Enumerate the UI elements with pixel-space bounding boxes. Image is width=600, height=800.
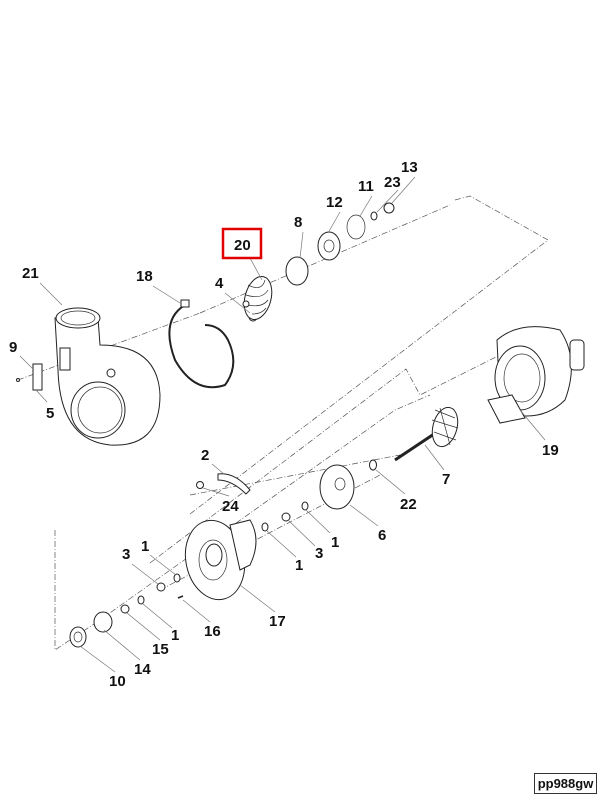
- part-retaining-ring[interactable]: [168, 299, 235, 389]
- callout-1[interactable]: 1: [331, 534, 339, 551]
- callout-1[interactable]: 1: [171, 627, 179, 644]
- callout-15[interactable]: 15: [152, 641, 169, 658]
- callout-8[interactable]: 8: [294, 214, 302, 231]
- part-bearing[interactable]: [156, 582, 166, 592]
- part-ring[interactable]: [173, 573, 181, 583]
- part-bolt[interactable]: [196, 481, 204, 489]
- part-heat-shield[interactable]: [319, 464, 355, 510]
- part-seal-ring[interactable]: [369, 459, 377, 471]
- part-seal-insert[interactable]: [317, 231, 341, 261]
- callout-2[interactable]: 2: [201, 447, 209, 464]
- callout-12[interactable]: 12: [326, 194, 343, 211]
- figure-code-label: pp988gw: [534, 773, 597, 794]
- part-spacer[interactable]: [69, 626, 87, 648]
- part-ring[interactable]: [261, 522, 269, 532]
- callout-13[interactable]: 13: [401, 159, 418, 176]
- callout-10[interactable]: 10: [109, 673, 126, 690]
- callout-5[interactable]: 5: [46, 405, 54, 422]
- highlight-box: [221, 227, 263, 260]
- part-pin[interactable]: [177, 595, 184, 599]
- part-bearing-housing[interactable]: [178, 515, 257, 605]
- callout-23[interactable]: 23: [384, 174, 401, 191]
- callout-3[interactable]: 3: [315, 545, 323, 562]
- callout-11[interactable]: 11: [358, 178, 374, 195]
- part-ring[interactable]: [301, 501, 309, 511]
- part-ring[interactable]: [137, 595, 145, 605]
- part-thrust-bearing[interactable]: [93, 611, 113, 633]
- callout-9[interactable]: 9: [9, 339, 17, 356]
- part-turbine-wheel-shaft[interactable]: [394, 405, 462, 462]
- callout-17[interactable]: 17: [269, 613, 286, 630]
- part-o-ring[interactable]: [346, 214, 366, 240]
- callout-4[interactable]: 4: [215, 275, 224, 292]
- callout-6[interactable]: 6: [378, 527, 386, 544]
- callout-3[interactable]: 3: [122, 546, 130, 563]
- part-turbine-housing[interactable]: [487, 326, 585, 424]
- callout-24[interactable]: 24: [222, 498, 239, 515]
- leader-lines: [19, 176, 546, 673]
- part-clamp-plate[interactable]: [217, 473, 251, 495]
- part-thrust-collar[interactable]: [120, 604, 130, 614]
- callout-19[interactable]: 19: [542, 442, 559, 459]
- part-bearing[interactable]: [281, 512, 291, 522]
- callout-16[interactable]: 16: [204, 623, 221, 640]
- callout-1[interactable]: 1: [141, 538, 149, 555]
- callout-21[interactable]: 21: [22, 265, 39, 282]
- callout-1[interactable]: 1: [295, 557, 303, 574]
- part-plate-9[interactable]: [16, 363, 43, 391]
- callout-14[interactable]: 14: [134, 661, 151, 678]
- callout-18[interactable]: 18: [136, 268, 153, 285]
- callout-22[interactable]: 22: [400, 496, 417, 513]
- callout-20[interactable]: 20: [234, 237, 251, 254]
- part-compressor-wheel[interactable]: [240, 273, 277, 322]
- part-compressor-housing[interactable]: [54, 307, 161, 446]
- part-snap-ring[interactable]: [285, 256, 309, 286]
- callout-7[interactable]: 7: [442, 471, 450, 488]
- part-washer[interactable]: [370, 211, 378, 221]
- callout-labels: 20 21 18 4 8 12 11 23 13 9 5 19 2 7 24 2…: [9, 159, 559, 690]
- part-lock-nut[interactable]: [383, 202, 395, 214]
